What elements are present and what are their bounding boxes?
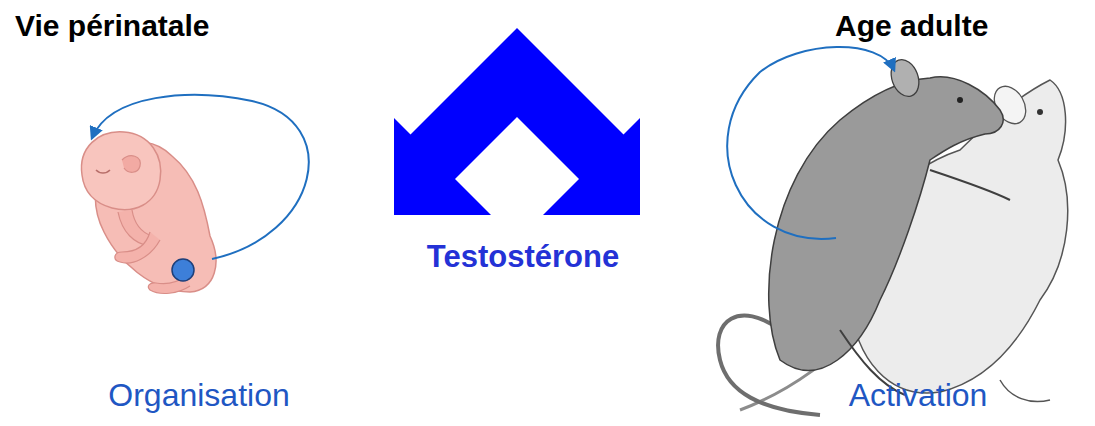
white-rat-foot	[1000, 380, 1050, 402]
white-rat-eye	[1037, 109, 1043, 115]
feedback-arrow	[92, 95, 309, 259]
gray-rat-body	[769, 77, 1003, 371]
rats-illustration	[718, 47, 1068, 415]
feedback-arrow	[727, 47, 894, 239]
effect-label: Organisation	[108, 376, 289, 414]
gray-rat-eye	[957, 97, 963, 103]
period-heading: Vie périnatale	[15, 8, 210, 44]
hormone-label: Testostérone	[427, 238, 619, 275]
testis-circle	[172, 259, 194, 281]
fetus-head	[81, 132, 160, 210]
chevron-arrow	[394, 28, 640, 215]
period-heading: Age adulte	[835, 8, 988, 44]
fetus-leg	[115, 232, 160, 263]
fetus-eye	[96, 170, 110, 173]
gray-rat-paw	[930, 170, 1010, 200]
fetus-ear	[122, 156, 140, 173]
gray-rat-ear	[886, 56, 923, 101]
fetus-illustration	[81, 95, 308, 294]
effect-label: Activation	[849, 376, 988, 414]
